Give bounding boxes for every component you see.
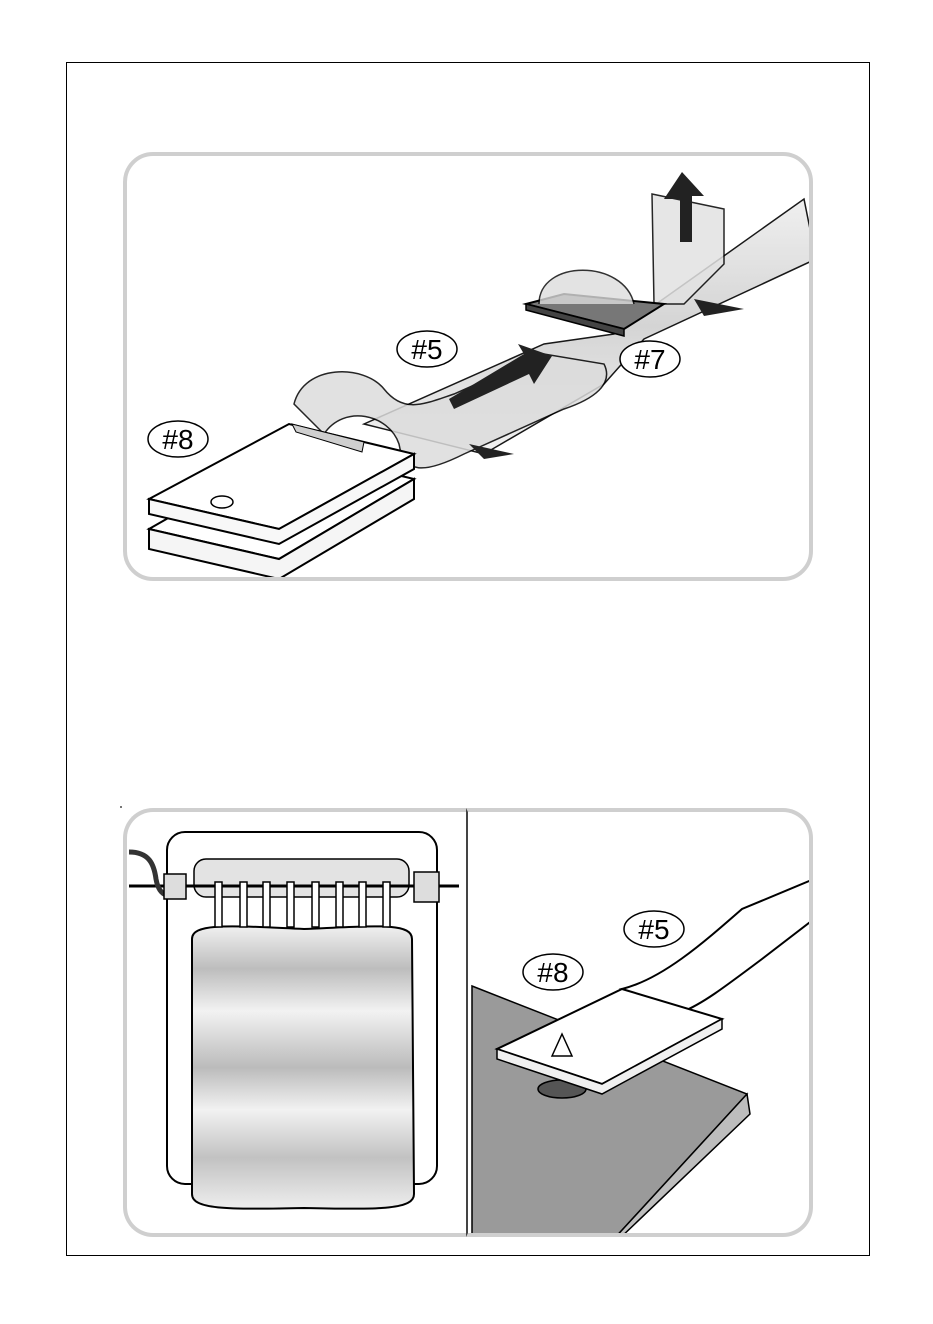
- figure-bottom-right-drawing: #5 #8: [468, 812, 813, 1237]
- figure-bottom-left-drawing: [127, 812, 469, 1237]
- curtain: [192, 926, 414, 1208]
- figure-top-panel: #5 #7 #8: [123, 152, 813, 581]
- label-part-8: #8: [537, 957, 568, 988]
- label-part-7: #7: [634, 344, 665, 375]
- label-part-5: #5: [411, 334, 442, 365]
- rod-bracket-right: [414, 872, 439, 902]
- figure-bottom-right-panel: #5 #8: [466, 808, 813, 1237]
- label-part-8: #8: [162, 424, 193, 455]
- figure-bottom-left-panel: [123, 808, 469, 1237]
- figure-top-drawing: #5 #7 #8: [127, 156, 813, 581]
- label-part-5: #5: [638, 914, 669, 945]
- stray-dot: [120, 806, 122, 808]
- rod-bracket-left: [164, 874, 186, 899]
